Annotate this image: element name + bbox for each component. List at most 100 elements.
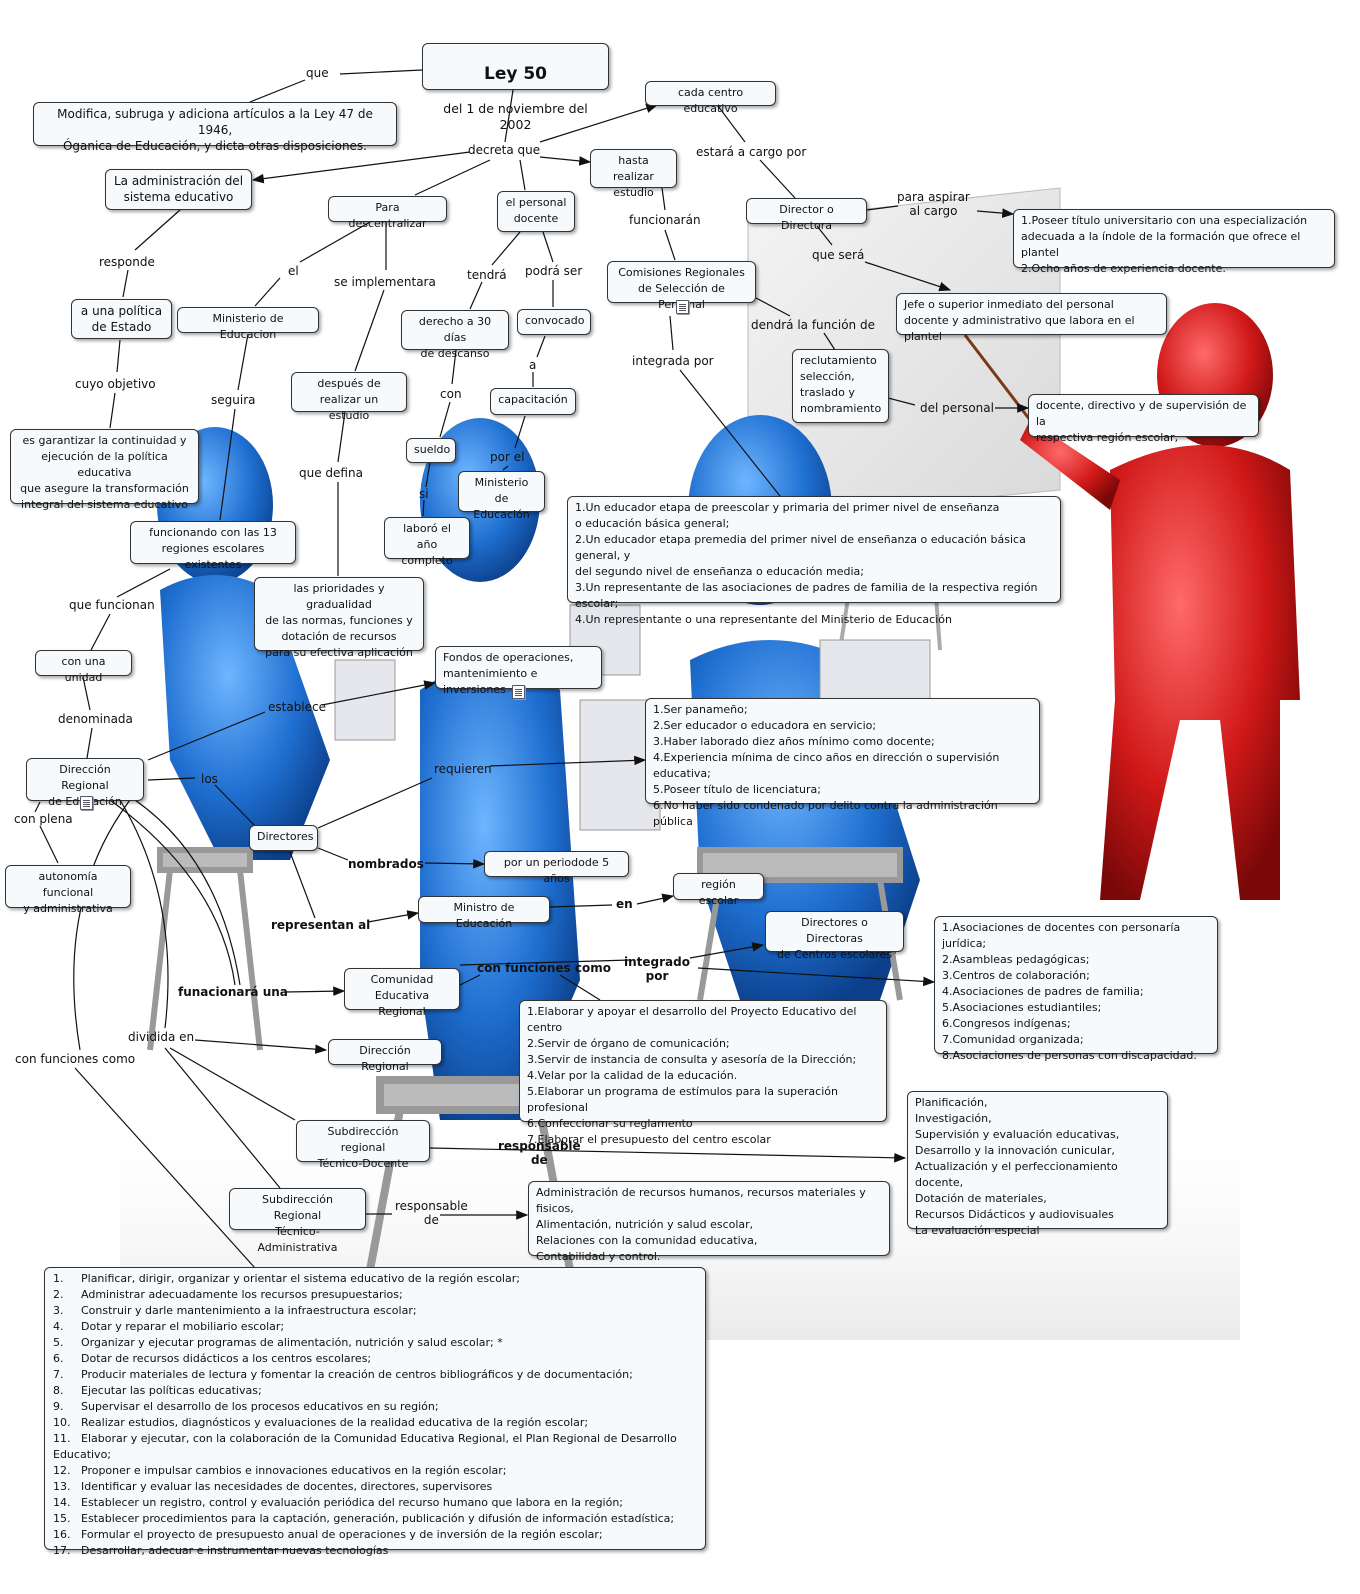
edge [755, 297, 791, 317]
funcion-number: 6. [53, 1352, 64, 1365]
edge [147, 777, 196, 781]
administracion-recursos-node: Administración de recursos humanos, recu… [528, 1181, 890, 1263]
reclutamiento-node: reclutamiento selección, traslado y nomb… [792, 349, 889, 423]
periodo-node: por un periodode 5 años [484, 851, 629, 885]
edge [491, 231, 521, 266]
edge [661, 187, 666, 211]
label-con-plena: con plena [14, 812, 73, 826]
document-icon[interactable] [80, 796, 93, 810]
convocado-node: convocado [517, 309, 591, 335]
edge [219, 408, 236, 521]
edge [134, 209, 181, 251]
edge [299, 221, 371, 263]
despues-estudio-node: después de realizar un estudio [291, 372, 407, 422]
funcion-text: Dotar y reparar el mobiliario escolar; [81, 1320, 285, 1333]
ministro-node: Ministro de Educación [418, 896, 550, 930]
funcion-text: Supervisar el desarrollo de los procesos… [81, 1400, 439, 1413]
label-denominada: denominada [58, 712, 133, 726]
funciones-direccion-node: 1.Planificar, dirigir, organizar y orien… [44, 1267, 706, 1557]
edge [109, 392, 116, 429]
funcion-text: Construir y darle mantenimiento a la inf… [81, 1304, 417, 1317]
funcion-number: 7. [53, 1368, 64, 1381]
funcion-number: 2. [53, 1288, 64, 1301]
label-representan-al: representan al [271, 918, 371, 932]
label-que-sera: que será [812, 248, 865, 262]
funcion-item: 4.Dotar y reparar el mobiliario escolar; [53, 1319, 697, 1335]
label-estara-cargo: estará a cargo por [696, 145, 807, 159]
label-cuyo-objetivo: cuyo objetivo [75, 377, 156, 391]
funciones-comunidad-node: 1.Elaborar y apoyar el desarrollo del Pr… [519, 1000, 887, 1146]
funcion-item: 7.Producir materiales de lectura y fomen… [53, 1367, 697, 1383]
funcion-item: 15.Establecer procedimientos para la cap… [53, 1511, 697, 1527]
directores-centros-node: Directores o Directoras de Centros escol… [765, 911, 904, 961]
document-icon[interactable] [512, 685, 525, 699]
jefe-superior-node: Jefe o superior inmediato del personal d… [896, 293, 1167, 343]
edge [116, 339, 121, 373]
edge [664, 229, 676, 261]
edge [89, 613, 111, 653]
planificacion-node: Planificación, Investigación, Supervisió… [907, 1091, 1168, 1237]
funcion-item: 12.Proponer e impulsar cambios e innovac… [53, 1463, 697, 1479]
docente-directivo-node: docente, directivo y de supervisión de l… [1028, 394, 1259, 444]
edge [249, 79, 306, 103]
label-el: el [288, 264, 299, 278]
label-dividida-en: dividida en [128, 1030, 195, 1044]
personal-docente-node: el personal docente [497, 191, 575, 232]
document-icon[interactable] [676, 300, 689, 314]
edge [214, 784, 259, 830]
label-por-el: por el [490, 450, 525, 464]
title-main: Ley 50 [483, 64, 548, 84]
ministerio-node: Ministerio de Educacion [177, 307, 319, 341]
funcion-item: 16.Formular el proyecto de presupuesto a… [53, 1527, 697, 1543]
label-integrada-por: integrada por [632, 354, 714, 368]
funcionando-13-node: funcionando con las 13 regiones escolare… [130, 521, 296, 571]
sueldo-node: sueldo [406, 438, 456, 463]
funcion-text: Establecer procedimientos para la captac… [81, 1512, 675, 1525]
politica-estado-node: a una política de Estado [71, 299, 172, 339]
fondos-node: Fondos de operaciones, mantenimiento e i… [435, 646, 602, 696]
edge [816, 225, 833, 246]
edge [514, 415, 526, 449]
label-con-funciones-como2: con funciones como [15, 1052, 136, 1066]
edge [549, 904, 613, 908]
edge [119, 799, 169, 1029]
edge [317, 777, 433, 829]
subdir-tecnico-docente-node: Subdirección regional Técnico-Docente [296, 1120, 430, 1170]
edge [823, 332, 836, 351]
capacitacion-node: capacitación [490, 388, 576, 415]
funcion-item: 13. Identificar y evaluar las necesidades… [53, 1479, 697, 1495]
label-seguira: seguira [211, 393, 256, 407]
label-funacionara-una: funacionará una [178, 985, 288, 999]
integrantes-comision-node: 1.Un educador etapa de preescolar y prim… [567, 496, 1061, 626]
edge [542, 231, 554, 263]
label-tendra: tendrá [467, 268, 507, 282]
funcion-text: Organizar y ejecutar programas de alimen… [81, 1336, 503, 1349]
ministerio2-node: Ministerio de Educación [458, 471, 545, 521]
funciones-direccion-list: 1.Planificar, dirigir, organizar y orien… [53, 1271, 697, 1559]
funcion-number: 14. [53, 1496, 71, 1509]
label-con: con [440, 387, 462, 401]
edge [337, 411, 346, 463]
funcion-number: 13. [53, 1480, 71, 1493]
edge [864, 261, 952, 292]
funcion-text: Formular el proyecto de presupuesto anua… [81, 1528, 603, 1541]
prioridades-node: las prioridades y gradualidad de las nor… [254, 577, 424, 659]
edge [679, 369, 781, 497]
director-node: Director o Directora [746, 198, 867, 232]
label-que-funcionan: que funcionan [69, 598, 155, 612]
edge [887, 397, 916, 406]
edge [367, 910, 420, 923]
funcion-text: Identificar y evaluar las necesidades de… [81, 1480, 493, 1493]
label-podra-ser: podrá ser [525, 264, 583, 278]
label-si: si [419, 487, 429, 501]
edge [539, 156, 592, 166]
comisiones-node: Comisiones Regionales de Selección de Pe… [607, 261, 756, 311]
edge [636, 893, 675, 905]
edge [539, 103, 659, 143]
funcion-number: 5. [53, 1336, 64, 1349]
edge [284, 986, 346, 996]
label-para-aspirar: para aspirar al cargo [897, 190, 970, 218]
edge [164, 1047, 281, 1189]
funcion-text: Proponer e impulsar cambios e innovacion… [81, 1464, 507, 1477]
label-dendra-funcion: dendrá la función de [751, 318, 875, 332]
